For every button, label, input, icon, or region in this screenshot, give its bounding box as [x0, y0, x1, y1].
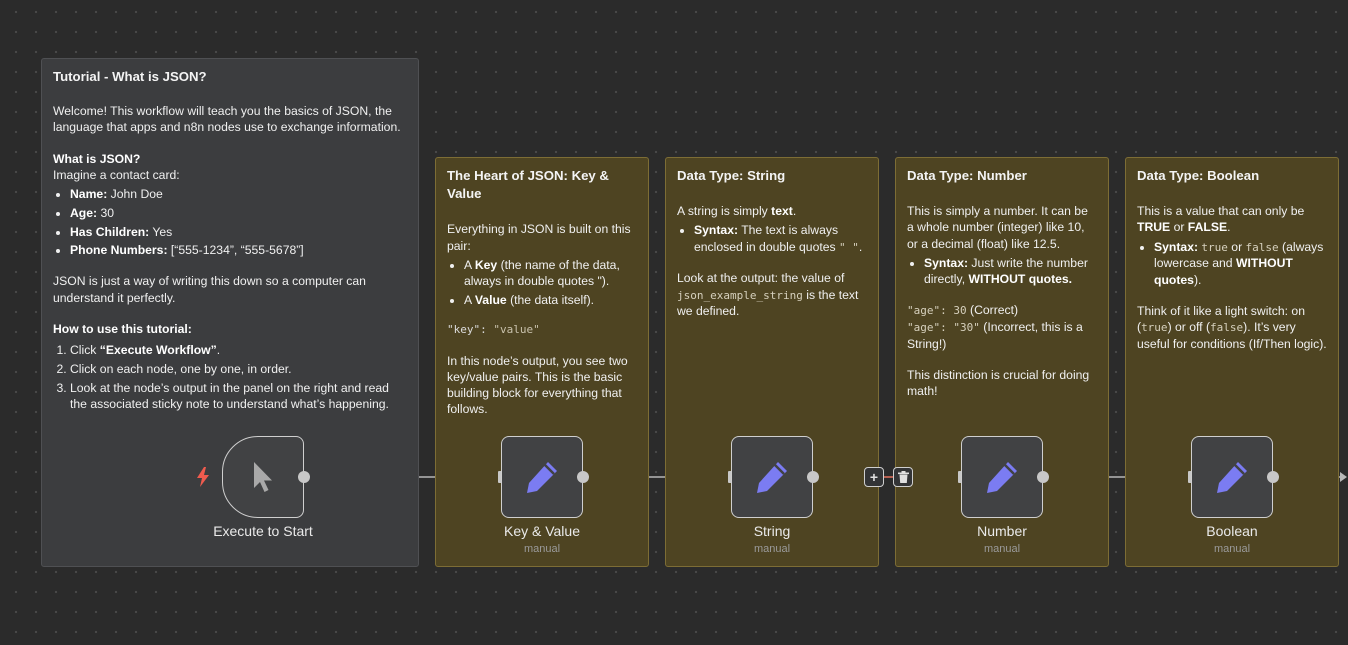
- list-item: Click “Execute Workflow”.: [70, 342, 407, 358]
- node-string[interactable]: [731, 436, 813, 518]
- sticky-note-number[interactable]: Data Type: Number This is simply a numbe…: [895, 157, 1109, 567]
- trash-icon: [897, 471, 909, 483]
- output-handle[interactable]: [298, 471, 310, 483]
- node-subtitle: manual: [753, 543, 791, 555]
- node-label: Boolean: [1206, 523, 1258, 539]
- node-subtitle: manual: [983, 543, 1021, 555]
- intro-text: This is simply a number. It can be a who…: [907, 204, 1088, 251]
- node-key-value[interactable]: [501, 436, 583, 518]
- pencil-icon: [987, 462, 1017, 493]
- list-item: Syntax: true or false (always lowercase …: [1154, 239, 1327, 288]
- node-subtitle: manual: [1213, 543, 1251, 555]
- intro-text: Everything in JSON is built on this pair…: [447, 222, 631, 253]
- output-handle[interactable]: [577, 471, 589, 483]
- node-label: Key & Value: [503, 523, 580, 539]
- note-title: Data Type: Boolean: [1137, 168, 1260, 183]
- howto-heading: How to use this tutorial:: [53, 321, 192, 336]
- pencil-icon: [1217, 462, 1247, 493]
- contact-list: Name: John Doe Age: 30 Has Children: Yes…: [53, 186, 407, 258]
- node-label: Number: [977, 523, 1027, 539]
- syntax-list: Syntax: The text is always enclosed in d…: [677, 222, 867, 255]
- intro-text: A string is simply text.: [677, 204, 797, 219]
- node-label: Execute to Start: [213, 523, 313, 539]
- node-number[interactable]: [961, 436, 1043, 518]
- note-title: Data Type: String: [677, 168, 786, 183]
- list-item: Name: John Doe: [70, 186, 407, 202]
- example-incorrect: "age": "30" (Incorrect, this is a String…: [907, 319, 1083, 351]
- welcome-text: Welcome! This workflow will teach you th…: [53, 104, 401, 135]
- json-is-text: JSON is just a way of writing this down …: [53, 274, 366, 305]
- node-label: String: [753, 523, 791, 539]
- list-item: Syntax: Just write the number directly, …: [924, 255, 1097, 287]
- code-example: "key": "value": [447, 323, 540, 337]
- node-subtitle: manual: [523, 543, 561, 555]
- delete-connection-button[interactable]: [893, 467, 913, 487]
- output-handle[interactable]: [1037, 471, 1049, 483]
- think-text: Think of it like a light switch: on (tru…: [1137, 303, 1327, 351]
- syntax-list: Syntax: Just write the number directly, …: [907, 255, 1097, 287]
- outro-text: In this node’s output, you see two key/v…: [447, 353, 628, 417]
- note-title: Tutorial - What is JSON?: [53, 69, 207, 84]
- intro-text: This is a value that can only be TRUE or…: [1137, 204, 1305, 235]
- what-heading: What is JSON?: [53, 151, 141, 166]
- cursor-icon: [254, 462, 272, 492]
- list-item: Look at the node’s output in the panel o…: [70, 380, 407, 412]
- imagine-text: Imagine a contact card:: [53, 167, 180, 182]
- note-title: Data Type: Number: [907, 168, 1027, 183]
- note-title: The Heart of JSON: Key & Value: [447, 168, 609, 202]
- pencil-icon: [757, 462, 787, 493]
- syntax-list: Syntax: true or false (always lowercase …: [1137, 239, 1327, 288]
- pencil-icon: [527, 462, 557, 493]
- node-boolean[interactable]: [1191, 436, 1273, 518]
- list-item: Click on each node, one by one, in order…: [70, 361, 407, 377]
- trigger-bolt-icon: [197, 467, 209, 487]
- steps-list: Click “Execute Workflow”. Click on each …: [53, 342, 407, 412]
- output-handle[interactable]: [807, 471, 819, 483]
- list-item: Has Children: Yes: [70, 224, 407, 240]
- kv-list: A Key (the name of the data, always in d…: [447, 257, 637, 308]
- arrowhead-next: [1340, 472, 1347, 482]
- add-node-button[interactable]: +: [864, 467, 884, 487]
- example-correct: "age": 30 (Correct): [907, 303, 1019, 318]
- list-item: Syntax: The text is always enclosed in d…: [694, 222, 867, 255]
- node-execute-to-start[interactable]: [222, 436, 304, 518]
- output-handle[interactable]: [1267, 471, 1279, 483]
- look-text: Look at the output: the value of json_ex…: [677, 271, 859, 319]
- list-item: Age: 30: [70, 205, 407, 221]
- list-item: Phone Numbers: [“555-1234”, “555-5678”]: [70, 242, 407, 258]
- outro-text: This distinction is crucial for doing ma…: [907, 367, 1090, 398]
- list-item: A Key (the name of the data, always in d…: [464, 257, 637, 289]
- list-item: A Value (the data itself).: [464, 292, 637, 308]
